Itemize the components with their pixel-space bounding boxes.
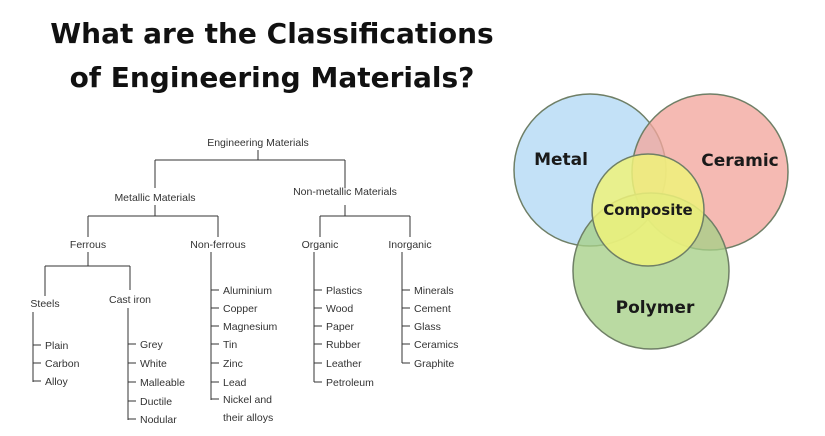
leaf-non-ferrous: their alloys [223,412,273,424]
title-line-1: What are the Classifications [50,17,494,50]
node-non-metallic-materials: Non-metallic Materials [293,186,397,198]
page-title: What are the Classifications of Engineer… [22,12,522,100]
node-inorganic: Inorganic [388,239,431,251]
leaf-organic: Leather [326,358,362,370]
node-organic: Organic [302,239,339,251]
leaf-inorganic: Cement [414,303,451,315]
node-non-ferrous: Non-ferrous [190,239,245,251]
leaf-non-ferrous: Lead [223,377,247,389]
leaf-non-ferrous: Nickel and [223,394,272,406]
leaf-non-ferrous: Aluminium [223,285,272,297]
leaf-inorganic: Glass [414,321,441,333]
leaf-cast-iron: Malleable [140,377,185,389]
leaf-inorganic: Minerals [414,285,454,297]
leaf-non-ferrous: Zinc [223,358,243,370]
node-ferrous: Ferrous [70,239,106,251]
leaf-non-ferrous: Copper [223,303,258,315]
node-steels: Steels [30,298,59,310]
venn-diagram: Metal Ceramic Composite Polymer [513,93,789,350]
venn-label-metal: Metal [534,150,588,170]
leaf-cast-iron: Grey [140,339,164,351]
leaf-cast-iron: White [140,358,167,370]
leaf-organic: Petroleum [326,377,374,389]
leaf-inorganic: Graphite [414,358,454,370]
tree-connectors [32,150,411,420]
leaf-cast-iron: Nodular [140,414,177,426]
title-line-2: of Engineering Materials? [69,61,475,94]
leaf-organic: Paper [326,321,355,333]
venn-label-composite: Composite [603,201,692,219]
node-cast-iron: Cast iron [109,294,151,306]
tree-labels: Engineering Materials Metallic Materials… [30,137,458,426]
node-engineering-materials: Engineering Materials [207,137,309,149]
venn-circle-composite [591,153,705,267]
leaf-steels: Plain [45,340,69,352]
leaf-cast-iron: Ductile [140,396,172,408]
leaf-non-ferrous: Tin [223,339,237,351]
node-metallic-materials: Metallic Materials [114,192,195,204]
leaf-organic: Plastics [326,285,362,297]
venn-label-polymer: Polymer [616,298,695,318]
leaf-steels: Carbon [45,358,80,370]
leaf-inorganic: Ceramics [414,339,458,351]
leaf-organic: Rubber [326,339,361,351]
leaf-steels: Alloy [45,376,69,388]
leaf-non-ferrous: Magnesium [223,321,278,333]
leaf-organic: Wood [326,303,353,315]
venn-label-ceramic: Ceramic [701,151,778,171]
